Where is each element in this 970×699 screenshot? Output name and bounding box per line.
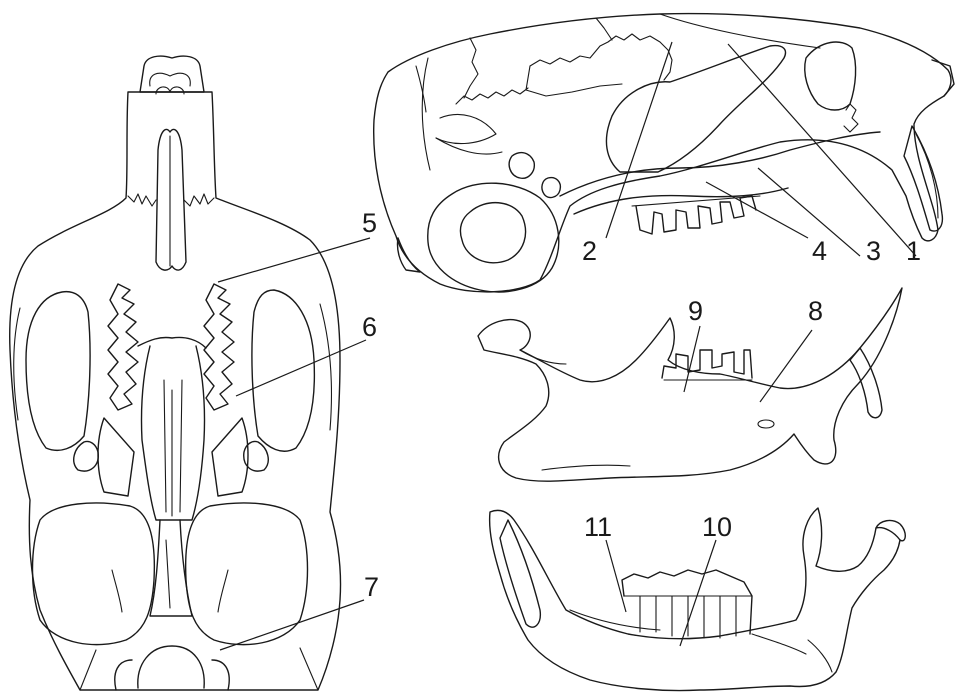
label-1: 1 <box>906 236 921 266</box>
ventral-skull-view <box>10 56 341 690</box>
label-8: 8 <box>808 296 823 326</box>
leader-line-6 <box>236 340 366 396</box>
label-7: 7 <box>364 572 379 602</box>
leader-line-3 <box>758 168 860 256</box>
leader-line-11 <box>606 540 626 612</box>
leader-line-8 <box>760 330 812 402</box>
label-10: 10 <box>702 512 732 542</box>
mandible-medial-view <box>490 508 906 691</box>
label-5: 5 <box>362 208 377 238</box>
part-labels: 1 2 3 4 5 6 7 8 9 10 11 <box>362 208 921 602</box>
leader-lines <box>218 42 916 650</box>
label-3: 3 <box>866 236 881 266</box>
label-4: 4 <box>812 236 827 266</box>
leader-line-1 <box>728 44 916 256</box>
leader-line-5 <box>218 238 370 282</box>
leader-line-2 <box>606 42 672 238</box>
leader-line-9 <box>684 326 700 392</box>
label-11: 11 <box>584 512 612 542</box>
label-9: 9 <box>688 296 703 326</box>
label-6: 6 <box>362 312 377 342</box>
leader-line-10 <box>680 540 716 646</box>
label-2: 2 <box>582 236 597 266</box>
leader-line-7 <box>220 600 364 650</box>
